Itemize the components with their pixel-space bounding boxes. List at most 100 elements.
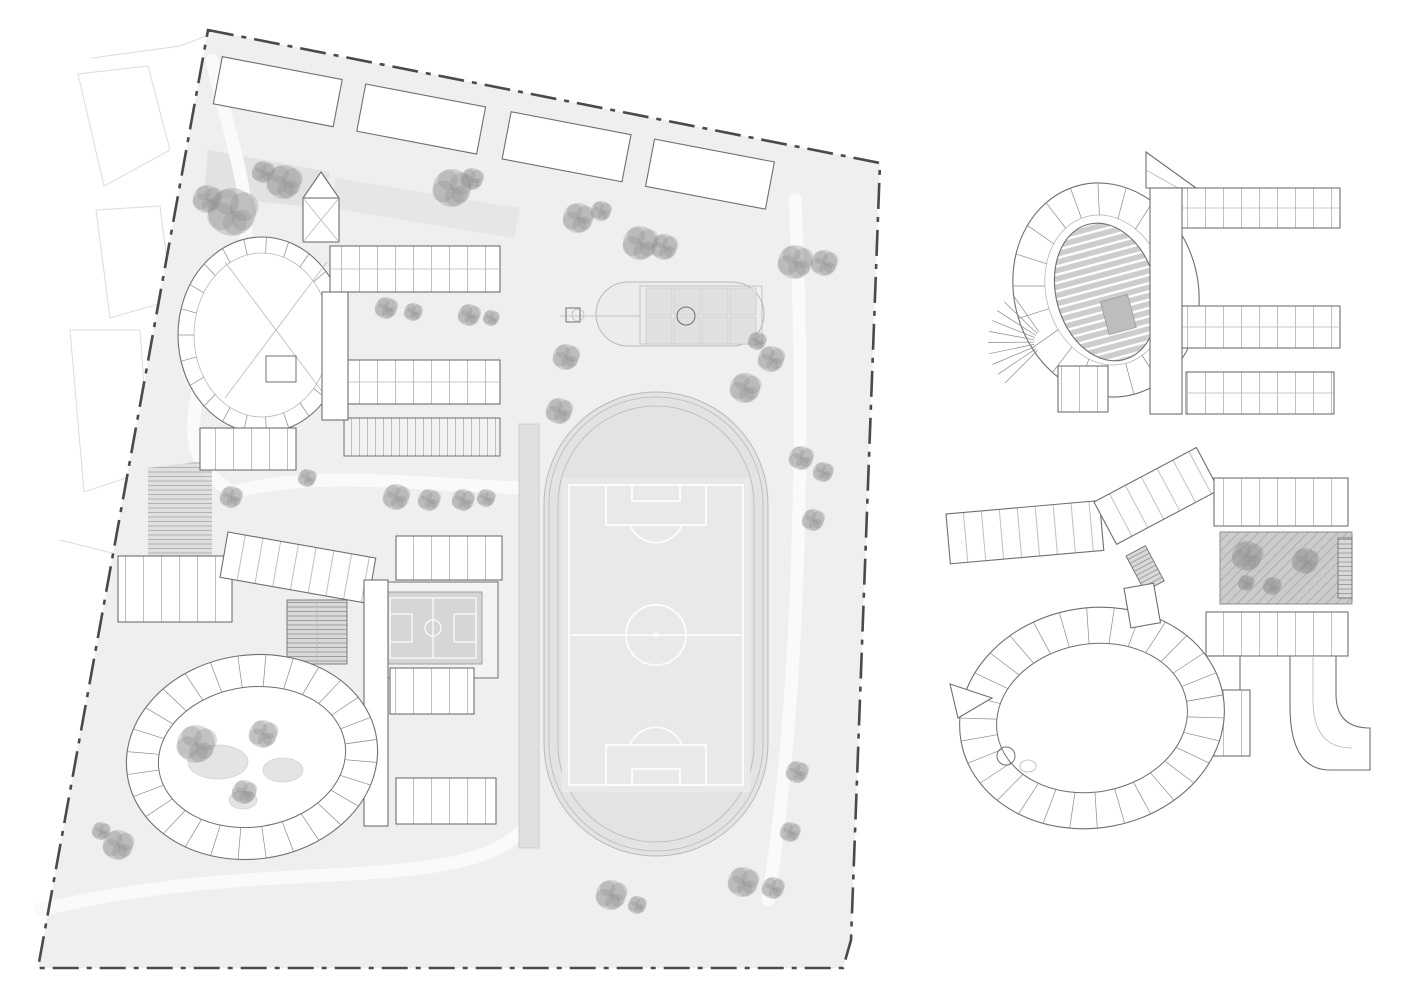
tree [627,896,647,914]
plaza-paving [645,287,757,345]
classroom-wing [389,667,475,715]
floorplan-oval-ring [949,582,1225,830]
wing-connector [1149,187,1183,415]
tree [219,486,244,508]
angled-wing [1093,446,1220,546]
tree [1262,577,1282,595]
basketball-court [383,591,483,665]
tree [777,245,814,279]
tree [747,332,767,350]
tree [297,469,317,487]
existing-building [644,138,776,210]
running-track [543,391,769,857]
louvered-wing [343,417,501,457]
tree [1231,541,1264,571]
service-block [1057,365,1109,413]
courtyard-stairs [1337,537,1353,599]
soccer-field [562,478,750,792]
tree [1291,548,1320,574]
tree [801,509,826,531]
tree [590,201,612,221]
tree [812,462,834,482]
classroom-wing [1213,477,1349,527]
tree [650,234,679,260]
tower [301,171,341,243]
trees-site [91,161,839,914]
tree [192,185,223,213]
plaza-circle [676,306,696,326]
tree [403,303,423,321]
tree [207,188,259,236]
wing-connector [321,291,349,421]
lawn [330,178,520,238]
tree [622,226,659,260]
central-school-complex [117,531,503,827]
tree [476,489,496,507]
entry-canopy [949,683,994,719]
tree [451,489,476,511]
court-markings [389,597,477,659]
tree [91,822,111,840]
courtyard-garden [187,744,304,810]
tree [727,867,760,897]
tree [460,168,485,190]
existing-building [212,56,343,128]
oval-hall [177,236,347,434]
gate-kiosk [565,307,581,323]
court-circle [1019,759,1037,773]
fan-stairs-floorplan [987,294,1040,384]
ticks-kindergarten-site [127,654,377,860]
tree [231,780,258,804]
site-plan [33,28,882,970]
angled-wing [945,499,1105,565]
north-buildings [212,56,776,210]
existing-building [501,111,632,183]
tree [417,489,442,511]
site-boundary [36,28,882,970]
tree [785,761,810,783]
entry-plaza [560,281,765,347]
tree [729,373,762,403]
classroom-wing [395,777,497,825]
kindergarten-ring [125,653,379,861]
classroom-wing [395,535,503,581]
tree [1237,575,1255,591]
tree [545,398,574,424]
tree [788,446,815,470]
l-shaped-wing [1289,655,1371,771]
tree [251,161,276,183]
trees-floorplan [1231,541,1320,595]
ring-connector [1123,582,1162,629]
tree [266,165,303,199]
tree [374,297,399,319]
classroom-wing [199,427,297,471]
classroom-block [117,555,233,623]
tree [457,304,482,326]
tree [176,725,217,763]
tree [779,822,801,842]
tree [595,880,628,910]
tree [810,250,839,276]
floorplan-tower [1145,150,1198,189]
ticks-ring-floorplan [959,607,1225,829]
internal-roads [33,53,807,917]
ramp-stairs [148,460,212,566]
floorplan-upper-building [987,150,1341,415]
floor-plan [945,150,1371,830]
roof-courtyard [1219,531,1353,605]
upper-school-complex [177,171,501,471]
tree [382,484,411,510]
tree [102,830,135,860]
tree [757,346,786,372]
covered-walkway [518,423,540,849]
field-markings [568,484,744,786]
tree [482,310,500,326]
tree [761,877,786,899]
tree [432,169,473,207]
tree [562,203,595,233]
stage-block [1099,294,1137,336]
classroom-wing [1205,611,1349,657]
tree [248,720,279,748]
